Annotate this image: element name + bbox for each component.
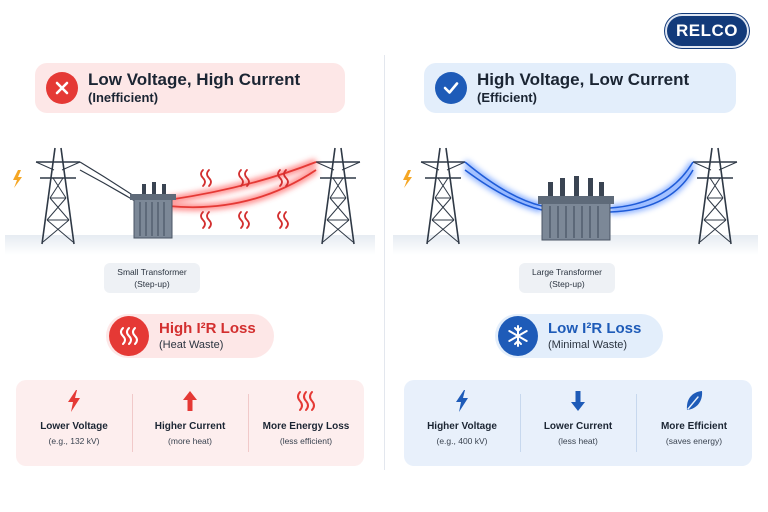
left-loss-badge: High I²R Loss (Heat Waste)	[106, 314, 274, 358]
lightning-icon	[61, 388, 87, 414]
tower-left	[35, 147, 81, 245]
right-banner: High Voltage, Low Current (Efficient)	[424, 63, 736, 113]
left-stats-panel: Lower Voltage (e.g., 132 kV) Higher Curr…	[16, 380, 364, 466]
relco-logo: RELCO	[665, 14, 749, 48]
tower-right	[315, 147, 361, 245]
stat-title: More Energy Loss	[262, 421, 350, 432]
stat-title: Lower Voltage	[40, 421, 108, 432]
hot-lines	[167, 158, 318, 211]
leaf-icon	[681, 388, 707, 414]
right-loss-subtitle: (Minimal Waste)	[548, 339, 628, 351]
stat-subtitle: (more heat)	[168, 436, 212, 446]
left-banner: Low Voltage, High Current (Inefficient)	[35, 63, 345, 113]
stat-subtitle: (e.g., 400 kV)	[436, 436, 488, 446]
stat-title: Higher Voltage	[427, 421, 497, 432]
tower-left	[420, 147, 466, 245]
stat-lower-current: Lower Current (less heat)	[520, 380, 636, 466]
stat-lower-voltage: Lower Voltage (e.g., 132 kV)	[16, 380, 132, 466]
right-transmission-scene	[393, 147, 758, 255]
left-transformer-title: Small Transformer	[117, 267, 187, 277]
stat-subtitle: (less heat)	[558, 436, 598, 446]
stat-title: Higher Current	[154, 421, 226, 432]
stat-higher-voltage: Higher Voltage (e.g., 400 kV)	[404, 380, 520, 466]
tower-right	[692, 147, 738, 245]
right-loss-badge: Low I²R Loss (Minimal Waste)	[495, 314, 663, 358]
left-transformer-label: Small Transformer (Step-up)	[104, 263, 200, 293]
checkmark-icon	[435, 72, 467, 104]
arrow-up-icon	[177, 388, 203, 414]
right-banner-subtitle: (Efficient)	[477, 90, 537, 105]
large-transformer	[538, 176, 614, 241]
left-loss-subtitle: (Heat Waste)	[159, 339, 224, 351]
ground	[393, 235, 758, 255]
stat-subtitle: (less efficient)	[279, 436, 333, 446]
right-banner-title: High Voltage, Low Current	[477, 70, 690, 89]
stat-more-efficient: More Efficient (saves energy)	[636, 380, 752, 466]
heat-waves-icon	[293, 388, 319, 414]
right-transformer-label: Large Transformer (Step-up)	[519, 263, 615, 293]
x-mark-icon	[46, 72, 78, 104]
right-transformer-subtitle: (Step-up)	[549, 279, 585, 289]
ground	[5, 235, 375, 255]
cool-lines	[463, 159, 696, 215]
logo-text: RELCO	[676, 21, 738, 40]
spark-icon	[13, 170, 22, 188]
snowflake-icon	[498, 316, 538, 356]
stat-title: Lower Current	[543, 421, 613, 432]
stat-subtitle: (e.g., 132 kV)	[48, 436, 100, 446]
heat-waves-icon	[109, 316, 149, 356]
stat-more-energy-loss: More Energy Loss (less efficient)	[248, 380, 364, 466]
left-transmission-scene	[5, 147, 375, 255]
right-transformer-title: Large Transformer	[532, 267, 602, 277]
right-stats-panel: Higher Voltage (e.g., 400 kV) Lower Curr…	[404, 380, 752, 466]
right-loss-title: Low I²R Loss	[548, 320, 642, 337]
center-divider	[384, 55, 385, 470]
stat-subtitle: (saves energy)	[665, 436, 723, 446]
stat-title: More Efficient	[660, 421, 728, 432]
spark-icon	[403, 170, 412, 188]
left-banner-subtitle: (Inefficient)	[88, 90, 159, 105]
left-banner-title: Low Voltage, High Current	[88, 70, 301, 89]
stat-higher-current: Higher Current (more heat)	[132, 380, 248, 466]
arrow-down-icon	[565, 388, 591, 414]
left-loss-title: High I²R Loss	[159, 320, 256, 337]
small-transformer	[130, 182, 176, 239]
lightning-icon	[449, 388, 475, 414]
left-transformer-subtitle: (Step-up)	[134, 279, 170, 289]
